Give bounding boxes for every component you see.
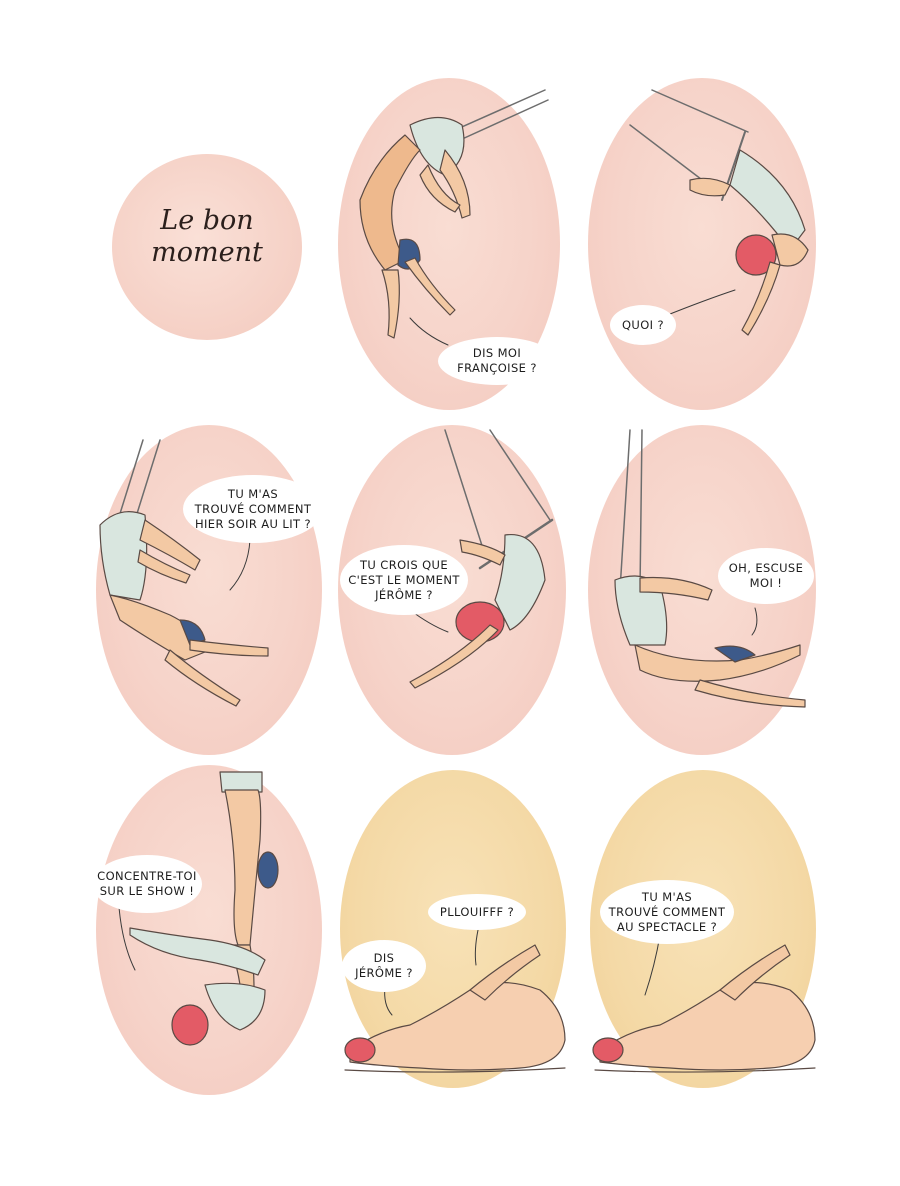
panel-2	[588, 78, 816, 410]
speech-bubble-panel-1: DIS MOI FRANÇOISE ?	[438, 337, 556, 385]
speech-bubble-panel-5: OH, ESCUSE MOI !	[718, 548, 814, 604]
comic-title: Le bon moment	[151, 205, 263, 268]
speech-bubble-panel-2: QUOI ?	[610, 305, 676, 345]
panel-7	[340, 770, 566, 1088]
panel-6	[96, 765, 322, 1095]
panel-3	[96, 425, 322, 755]
title-blob	[112, 154, 302, 340]
speech-bubble-panel-7-a: PLLOUIFFF ?	[428, 894, 526, 930]
speech-bubble-panel-8: TU M'AS TROUVÉ COMMENT AU SPECTACLE ?	[600, 880, 734, 944]
speech-bubble-panel-4: TU CROIS QUE C'EST LE MOMENT JÉRÔME ?	[340, 545, 468, 615]
speech-bubble-panel-6: CONCENTRE-TOI SUR LE SHOW !	[92, 855, 202, 913]
speech-bubble-panel-3: TU M'AS TROUVÉ COMMENT HIER SOIR AU LIT …	[183, 475, 323, 543]
speech-bubble-panel-7-b: DIS JÉRÔME ?	[342, 940, 426, 992]
